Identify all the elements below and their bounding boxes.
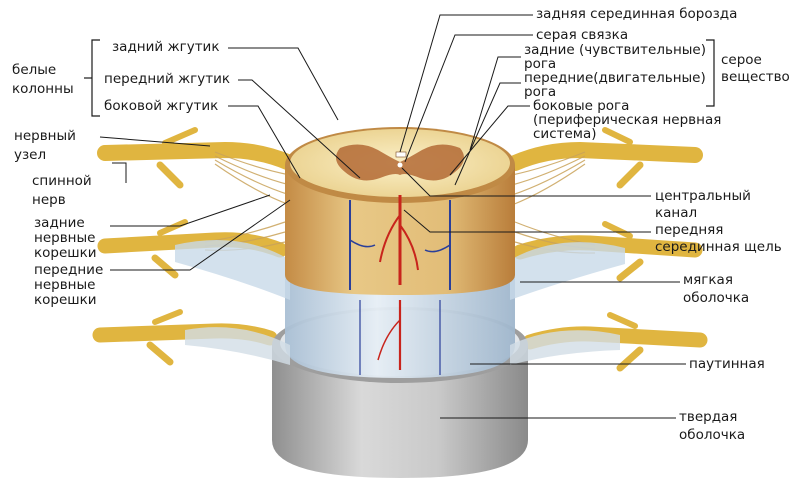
label-posterior-horns-1: задние (чувствительные): [524, 42, 706, 58]
label-posterior-median-sulcus: задняя серединная борозда: [536, 6, 737, 22]
label-pia-mater-2: оболочка: [683, 290, 749, 306]
label-central-canal-2: канал: [655, 205, 697, 221]
spinal-cord: [285, 127, 515, 375]
labels: белые колонны задний жгутик передний жгу…: [12, 6, 790, 443]
label-anterior-fissure-2: серединная щель: [655, 239, 782, 255]
label-white-columns-2: колонны: [12, 81, 74, 97]
label-gray-matter-1: серое: [721, 52, 762, 68]
white-columns-bracket: [84, 39, 100, 117]
label-anterior-roots-1: передние: [34, 262, 103, 278]
label-posterior-roots-2: нервные: [34, 230, 95, 246]
label-anterior-funiculus: передний жгутик: [104, 71, 230, 87]
label-anterior-horns-2: рога: [524, 84, 556, 100]
label-ganglion-2: узел: [14, 147, 46, 163]
label-gray-commissure: серая связка: [536, 27, 628, 43]
label-posterior-roots-3: корешки: [34, 245, 97, 261]
label-gray-matter-2: вещество: [721, 69, 790, 85]
label-dura-mater-2: оболочка: [679, 427, 745, 443]
label-white-columns-1: белые: [12, 62, 56, 78]
label-anterior-fissure-1: передняя: [655, 222, 723, 238]
label-spinal-nerve-2: нерв: [32, 192, 66, 208]
label-ganglion-1: нервный: [14, 128, 76, 144]
label-posterior-horns-2: рога: [524, 56, 556, 72]
label-posterior-funiculus: задний жгутик: [112, 39, 220, 55]
label-central-canal-1: центральный: [655, 188, 751, 204]
label-lateral-funiculus: боковой жгутик: [104, 98, 218, 114]
label-anterior-horns-1: передние(двигательные): [524, 70, 706, 86]
label-dura-mater-1: твердая: [679, 409, 737, 425]
gray-matter-bracket: [706, 39, 715, 107]
label-anterior-roots-2: нервные: [34, 277, 95, 293]
label-lateral-horns-1: боковые рога: [533, 98, 629, 114]
label-pia-mater-1: мягкая: [683, 272, 733, 288]
leader-lines: [99, 14, 686, 419]
label-spinal-nerve-1: спинной: [32, 173, 92, 189]
label-lateral-horns-2: (периферическая нервная: [533, 112, 721, 128]
label-lateral-horns-3: система): [533, 126, 597, 142]
label-posterior-roots-1: задние: [34, 215, 85, 231]
label-arachnoid: паутинная: [689, 356, 765, 372]
label-anterior-roots-3: корешки: [34, 292, 97, 308]
